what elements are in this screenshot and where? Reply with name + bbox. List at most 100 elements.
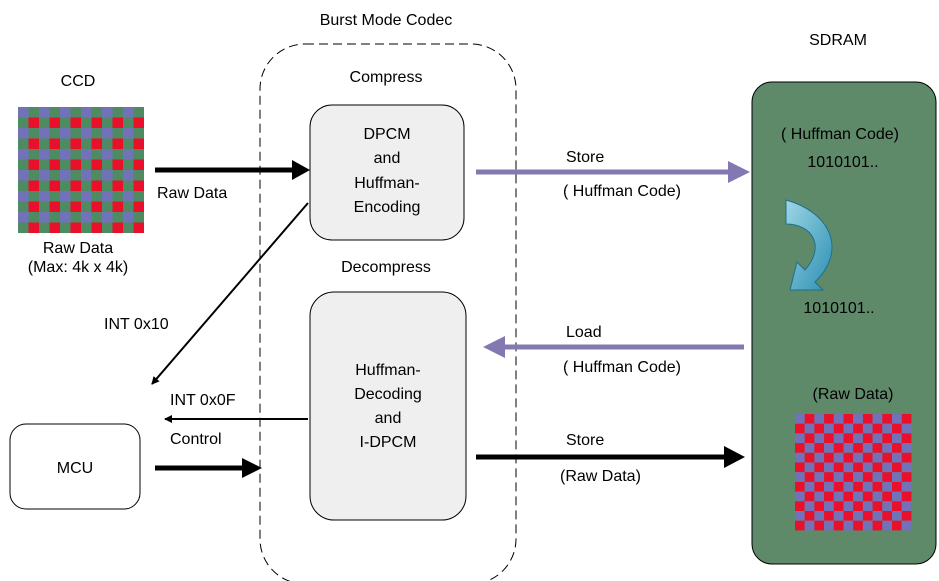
pixel-cell — [28, 170, 39, 181]
pixel-cell — [112, 138, 123, 149]
pixel-cell — [804, 452, 815, 463]
pixel-cell — [28, 222, 39, 233]
pixel-cell — [814, 433, 825, 444]
pixel-cell — [91, 117, 102, 128]
pixel-cell — [39, 180, 50, 191]
sdram-pixel-grid — [795, 414, 912, 531]
pixel-cell — [843, 501, 854, 511]
control-label: Control — [170, 431, 222, 448]
int-0x10-label: INT 0x10 — [104, 316, 169, 333]
pixel-cell — [872, 481, 883, 492]
pixel-cell — [102, 222, 113, 233]
pixel-cell — [60, 107, 71, 118]
pixel-cell — [70, 107, 81, 118]
pixel-cell — [882, 481, 892, 492]
pixel-cell — [804, 414, 815, 424]
curved-arrow-icon — [785, 199, 833, 291]
pixel-cell — [133, 107, 144, 118]
pixel-cell — [28, 149, 39, 160]
pixel-cell — [70, 138, 81, 149]
pixel-cell — [872, 423, 883, 434]
pixel-cell — [81, 201, 92, 212]
pixel-cell — [824, 491, 834, 502]
pixel-cell — [853, 452, 863, 463]
pixel-cell — [102, 201, 113, 212]
pixel-cell — [795, 414, 805, 424]
pixel-cell — [18, 222, 29, 233]
pixel-cell — [901, 433, 912, 444]
pixel-cell — [91, 170, 102, 181]
pixel-cell — [892, 491, 902, 502]
mcu-label: MCU — [57, 460, 93, 477]
pixel-cell — [133, 149, 144, 160]
pixel-cell — [28, 191, 39, 202]
pixel-cell — [123, 180, 134, 191]
sdram-huffman-label: ( Huffman Code) — [781, 126, 899, 143]
encoder-block — [309, 104, 465, 241]
pixel-cell — [112, 117, 123, 128]
pixel-cell — [892, 520, 902, 531]
pixel-cell — [123, 149, 134, 160]
pixel-cell — [102, 159, 113, 170]
pixel-cell — [862, 433, 873, 444]
pixel-cell — [853, 423, 863, 434]
pixel-cell — [824, 462, 834, 473]
pixel-cell — [39, 191, 50, 202]
pixel-cell — [81, 170, 92, 181]
pixel-cell — [814, 443, 825, 453]
pixel-cell — [81, 138, 92, 149]
pixel-cell — [814, 501, 825, 511]
pixel-cell — [824, 443, 834, 453]
pixel-cell — [901, 443, 912, 453]
pixel-cell — [91, 212, 102, 223]
pixel-cell — [49, 212, 60, 223]
pixel-cell — [882, 501, 892, 511]
pixel-cell — [901, 414, 912, 424]
pixel-cell — [49, 222, 60, 233]
pixel-cell — [843, 520, 854, 531]
pixel-cell — [81, 149, 92, 160]
pixel-cell — [133, 191, 144, 202]
decoder-line-4: I-DPCM — [360, 434, 417, 451]
pixel-cell — [81, 107, 92, 118]
pixel-cell — [901, 452, 912, 463]
pixel-cell — [81, 159, 92, 170]
raw-data-arrow-label: Raw Data — [157, 185, 227, 202]
pixel-cell — [843, 491, 854, 502]
pixel-cell — [882, 491, 892, 502]
pixel-cell — [853, 414, 863, 424]
pixel-cell — [91, 201, 102, 212]
pixel-cell — [28, 128, 39, 139]
pixel-cell — [833, 501, 844, 511]
pixel-cell — [18, 159, 29, 170]
pixel-cell — [824, 520, 834, 531]
pixel-cell — [824, 433, 834, 444]
pixel-cell — [843, 511, 854, 521]
pixel-cell — [872, 520, 883, 531]
pixel-cell — [824, 423, 834, 434]
decoder-line-3: and — [375, 410, 402, 427]
pixel-cell — [833, 472, 844, 482]
pixel-cell — [892, 423, 902, 434]
int-0x10-arrow — [151, 202, 309, 385]
pixel-cell — [112, 212, 123, 223]
pixel-cell — [853, 472, 863, 482]
pixel-cell — [824, 414, 834, 424]
pixel-cell — [49, 138, 60, 149]
pixel-cell — [70, 128, 81, 139]
pixel-cell — [91, 191, 102, 202]
pixel-cell — [39, 117, 50, 128]
pixel-cell — [133, 117, 144, 128]
pixel-cell — [901, 472, 912, 482]
pixel-cell — [814, 491, 825, 502]
pixel-cell — [123, 138, 134, 149]
pixel-cell — [862, 462, 873, 473]
pixel-cell — [862, 443, 873, 453]
pixel-cell — [39, 159, 50, 170]
pixel-cell — [843, 414, 854, 424]
pixel-cell — [901, 423, 912, 434]
pixel-cell — [892, 511, 902, 521]
mcu-block — [9, 423, 141, 510]
decompress-label: Decompress — [341, 259, 431, 276]
pixel-cell — [102, 170, 113, 181]
